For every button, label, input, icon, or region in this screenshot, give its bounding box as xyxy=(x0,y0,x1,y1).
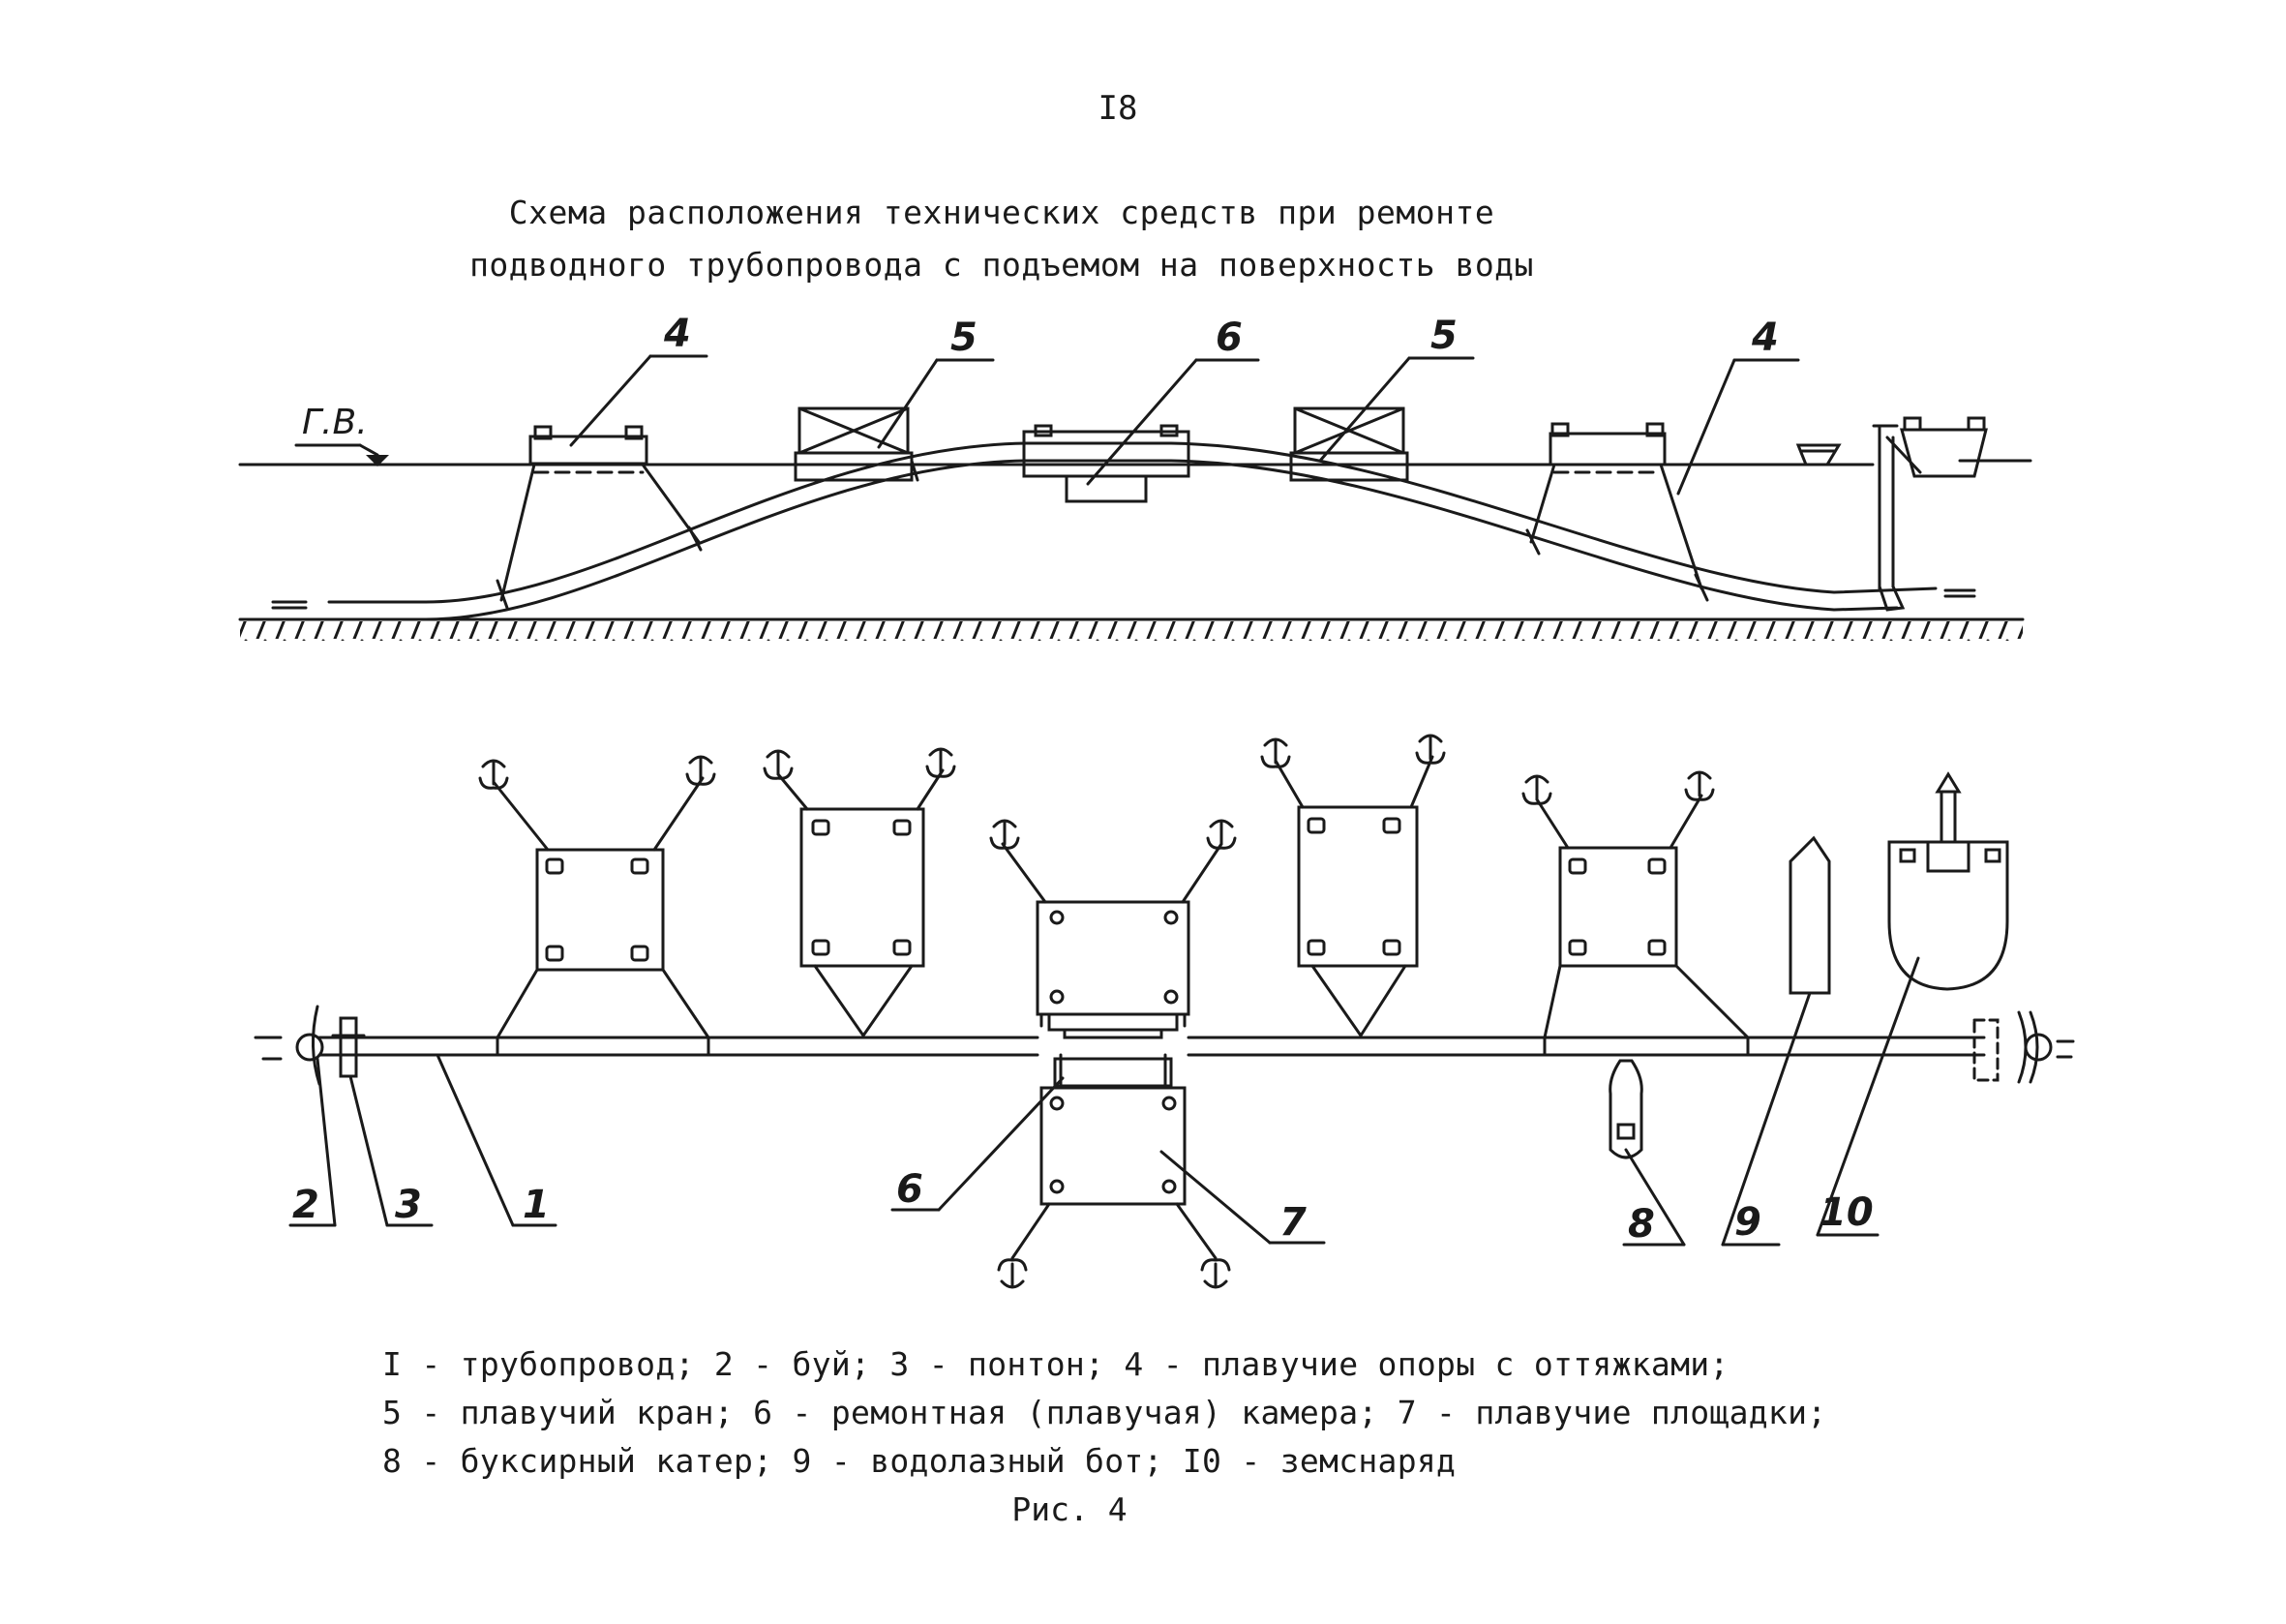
legend-line-2: 5 - плавучий кран; 6 - ремонтная (плавуч… xyxy=(382,1394,1827,1431)
label-4-right: 4 xyxy=(1751,316,1779,360)
label-3: 3 xyxy=(395,1183,422,1227)
dredger-side xyxy=(1872,416,1988,612)
floating-support-left xyxy=(496,425,703,610)
small-boat-side xyxy=(1795,443,1842,466)
label-6-side: 6 xyxy=(1216,316,1243,360)
plan-view: 2 3 1 6 7 8 9 10 xyxy=(254,734,2075,1289)
figure-caption: Рис. 4 xyxy=(1011,1490,1128,1528)
label-8: 8 xyxy=(1628,1202,1655,1247)
tug-boat-plan xyxy=(1609,1059,1643,1159)
side-view: Г.В. xyxy=(238,312,2032,641)
label-2: 2 xyxy=(292,1183,319,1227)
buoy-left xyxy=(295,1005,324,1086)
riverbed xyxy=(238,617,2025,641)
legend-line-1: I - трубопровод; 2 - буй; 3 - понтон; 4 … xyxy=(382,1345,1730,1383)
pontoon-left xyxy=(331,1016,366,1078)
page-number: I8 xyxy=(1098,89,1138,128)
label-7: 7 xyxy=(1279,1200,1307,1245)
floating-support-plan-2 xyxy=(1521,770,1750,1039)
label-1: 1 xyxy=(523,1183,550,1227)
label-5-left: 5 xyxy=(950,316,978,360)
legend-line-3: 8 - буксирный катер; 9 - водолазный бот;… xyxy=(382,1442,1457,1480)
label-9: 9 xyxy=(1734,1200,1761,1245)
plan-view-callouts: 2 3 1 6 7 8 9 10 xyxy=(288,956,1920,1247)
diving-boat-plan xyxy=(1789,835,1831,995)
dredger-plan xyxy=(1887,771,2009,991)
floating-crane-plan-2 xyxy=(1260,734,1446,1038)
label-10: 10 xyxy=(1820,1190,1874,1235)
water-level-label: Г.В. xyxy=(302,403,368,442)
repair-chamber-plan xyxy=(989,819,1237,1289)
label-5-right: 5 xyxy=(1430,314,1458,358)
lifted-pipeline-side xyxy=(271,441,1976,621)
side-view-callouts: 4 5 6 5 4 xyxy=(569,312,1800,496)
floating-crane-plan-1 xyxy=(763,747,956,1038)
pipeline-plan xyxy=(254,1036,2075,1061)
floating-crane-left xyxy=(794,406,919,482)
floating-support-plan-1 xyxy=(478,755,716,1039)
floating-support-right xyxy=(1525,422,1709,602)
floating-crane-right xyxy=(1289,406,1409,482)
water-level-marker: Г.В. xyxy=(294,403,389,466)
title-line-1: Схема расположения технических средств п… xyxy=(508,194,1495,231)
title-line-2: подводного трубопровода с подъемом на по… xyxy=(469,246,1534,284)
label-6-plan: 6 xyxy=(896,1167,923,1212)
pontoon-right xyxy=(1972,1018,2000,1082)
buoy-right xyxy=(2017,1010,2053,1084)
label-4-left: 4 xyxy=(663,312,691,356)
repair-chamber-side xyxy=(1022,424,1190,503)
